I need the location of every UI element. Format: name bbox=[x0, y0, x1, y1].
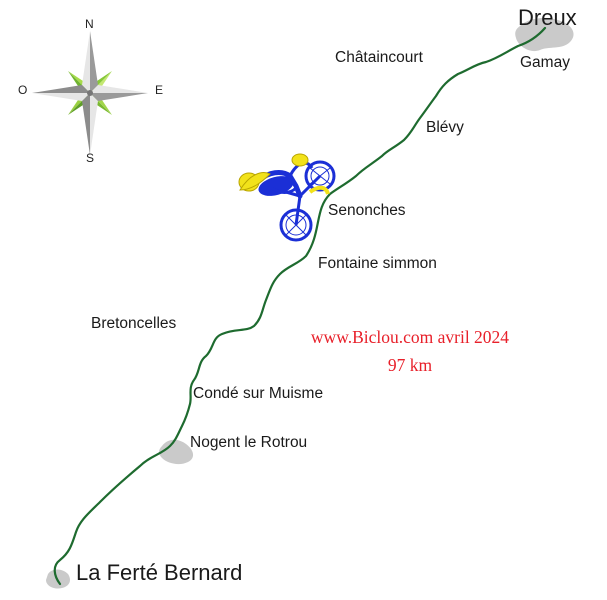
nogent-area bbox=[159, 439, 194, 465]
town-label-conde-sur-muisme: Condé sur Muisme bbox=[193, 385, 324, 402]
compass-west-label: O bbox=[18, 83, 28, 97]
town-label-blevy: Blévy bbox=[426, 119, 464, 136]
town-label-senonches: Senonches bbox=[328, 202, 406, 219]
town-label-dreux: Dreux bbox=[518, 5, 577, 30]
compass-east-label: E bbox=[155, 83, 164, 97]
info-site-date: www.Biclou.com avril 2024 bbox=[310, 327, 510, 347]
cyclist-icon bbox=[238, 153, 336, 242]
town-label-fontaine-simmon: Fontaine simmon bbox=[318, 255, 437, 272]
town-label-chataincourt: Châtaincourt bbox=[335, 49, 423, 66]
compass-rose-icon bbox=[32, 31, 148, 155]
compass-south-label: S bbox=[86, 151, 95, 165]
town-label-bretoncelles: Bretoncelles bbox=[91, 315, 177, 332]
town-label-la-ferte-bernard: La Ferté Bernard bbox=[76, 560, 243, 585]
bike-route bbox=[53, 26, 547, 586]
town-label-gamay: Gamay bbox=[520, 54, 570, 71]
info-distance: 97 km bbox=[387, 355, 433, 375]
dreux-area bbox=[515, 18, 574, 52]
town-label-nogent-le-rotrou: Nogent le Rotrou bbox=[190, 434, 308, 451]
compass-north-label: N bbox=[85, 17, 94, 31]
